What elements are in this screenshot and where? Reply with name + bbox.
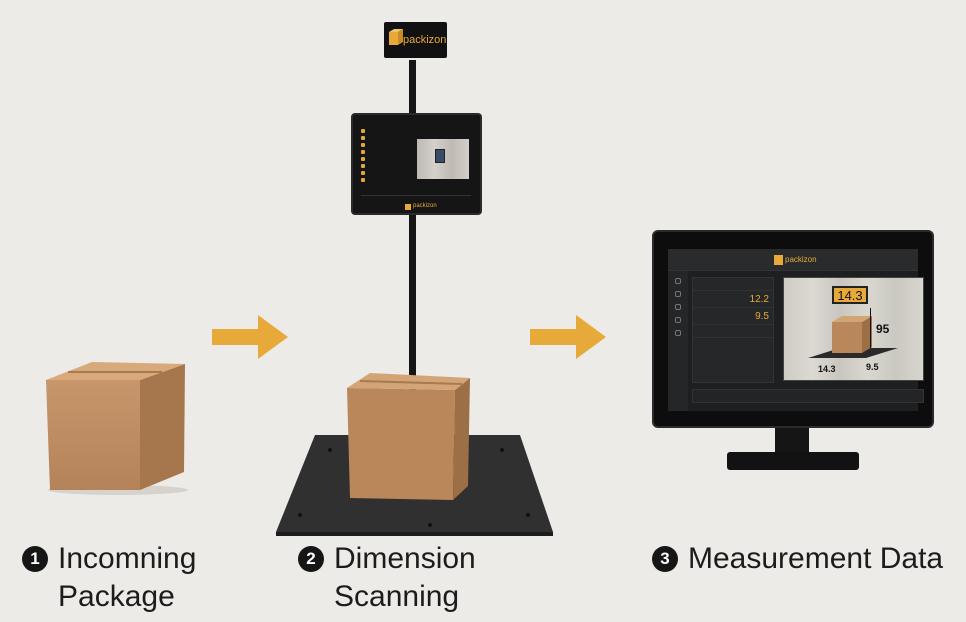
panel-row: 12.2 (693, 291, 773, 308)
monitor-base (727, 452, 859, 470)
caption-text: Incomning Package (58, 540, 196, 616)
dimension-panel: 12.2 9.5 (692, 277, 774, 383)
sign-brand-text: packizon (403, 34, 447, 46)
measurement-monitor: packizon 12.2 9.5 14.3 (652, 230, 934, 428)
app-footer (692, 389, 924, 403)
app-brand-text: packizon (785, 255, 817, 264)
step-number-badge: 1 (22, 546, 48, 572)
caption-line-2: Scanning (334, 580, 460, 613)
scanner-brand-text: packizon (413, 203, 437, 209)
menu-icon (361, 142, 365, 147)
overlay-length-value: 14.3 (818, 364, 836, 374)
step-number-badge: 3 (652, 546, 678, 572)
panel-row: 9.5 (693, 308, 773, 325)
scanner-divider (361, 195, 471, 196)
caption-step-2: 2 Dimension Scanning (298, 540, 476, 616)
monitor-screen: packizon 12.2 9.5 14.3 (668, 249, 924, 411)
menu-icon (361, 128, 365, 133)
sidebar-icon[interactable] (675, 304, 681, 310)
scanner-logo: packizon (405, 203, 437, 211)
panel-row (693, 325, 773, 338)
menu-icon (361, 156, 365, 161)
overlay-height-value: 95 (876, 322, 890, 336)
app-sidebar (668, 271, 688, 411)
right-arrow-icon (212, 315, 288, 359)
dim1-value: 12.2 (749, 293, 769, 305)
sidebar-icon[interactable] (675, 291, 681, 297)
caption-step-3: 3 Measurement Data (652, 540, 943, 578)
menu-icon (361, 149, 365, 154)
caption-text: Measurement Data (688, 540, 943, 578)
sidebar-icon[interactable] (675, 317, 681, 323)
menu-icon (361, 163, 365, 168)
app-header: packizon (668, 249, 918, 271)
scanner-screen: packizon (351, 113, 482, 215)
incoming-package-box (46, 362, 188, 495)
box-logo-icon (389, 29, 403, 45)
menu-icon (361, 135, 365, 140)
measurement-image: 14.3 95 14.3 9.5 (783, 277, 924, 381)
packizon-sign: packizon (384, 22, 447, 58)
caption-line-1: Measurement Data (688, 542, 944, 575)
preview-object (435, 149, 445, 163)
monitor-neck (775, 428, 809, 454)
menu-icon (361, 177, 365, 182)
caption-line-1: Dimension (334, 542, 476, 575)
scanner-menu (361, 127, 406, 183)
panel-row (693, 278, 773, 291)
overlay-top-value-box: 14.3 (832, 286, 868, 304)
measured-box (808, 316, 898, 358)
caption-text: Dimension Scanning (334, 540, 476, 616)
caption-line-2: Package (58, 580, 175, 613)
right-arrow-icon (530, 315, 606, 359)
overlay-width-value: 9.5 (866, 362, 879, 372)
step-number-badge: 2 (298, 546, 324, 572)
caption-line-1: Incomning (58, 542, 197, 575)
sidebar-icon[interactable] (675, 330, 681, 336)
box-logo-icon (774, 255, 783, 265)
menu-icon (361, 170, 365, 175)
dim2-value: 9.5 (755, 310, 769, 322)
caption-step-1: 1 Incomning Package (22, 540, 196, 616)
box-logo-icon (405, 204, 411, 210)
scanner-stand (276, 60, 553, 536)
height-line (870, 308, 871, 348)
scanner-preview (417, 139, 469, 179)
sidebar-icon[interactable] (675, 278, 681, 284)
overlay-top-value: 14.3 (837, 287, 863, 303)
